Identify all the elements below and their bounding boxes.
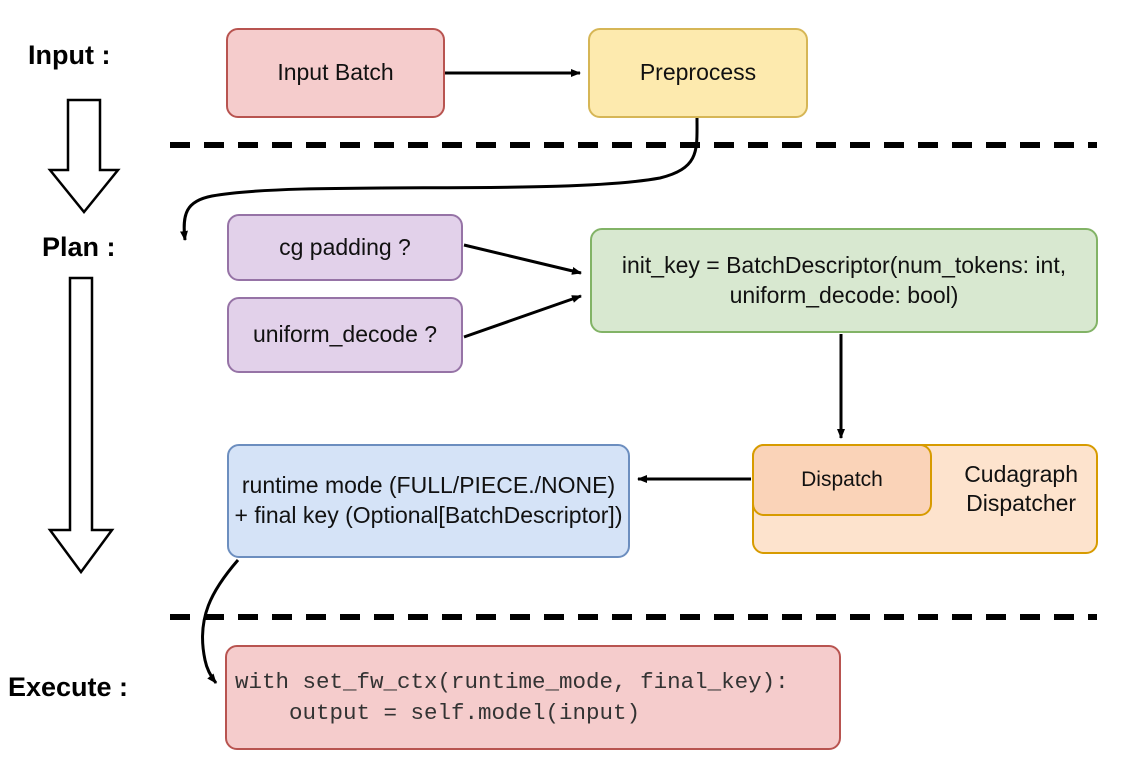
edge-uniform-decode-to-init-key bbox=[463, 294, 582, 339]
node-init-key[interactable]: init_key = BatchDescriptor(num_tokens: i… bbox=[590, 228, 1098, 333]
node-cg-padding-label: cg padding ? bbox=[279, 233, 411, 260]
edge-cg-padding-to-init-key bbox=[463, 243, 582, 275]
stage-label-execute: Execute : bbox=[8, 672, 129, 702]
node-preprocess[interactable]: Preprocess bbox=[588, 28, 808, 118]
node-input-batch[interactable]: Input Batch bbox=[226, 28, 445, 118]
node-dispatch-label: Dispatch bbox=[801, 468, 883, 492]
node-preprocess-label: Preprocess bbox=[639, 59, 757, 86]
node-dispatch[interactable]: Dispatch bbox=[752, 444, 932, 516]
node-uniform-decode-label: uniform_decode ? bbox=[252, 321, 438, 348]
stage-arrow-plan-to-execute bbox=[47, 276, 115, 575]
node-cudagraph-dispatcher-label: Cudagraph Dispatcher bbox=[964, 461, 1078, 516]
node-execute-code-label: with set_fw_ctx(runtime_mode, final_key)… bbox=[235, 669, 789, 726]
node-init-key-label: init_key = BatchDescriptor(num_tokens: i… bbox=[621, 251, 1067, 308]
stage-arrow-input-to-plan bbox=[47, 98, 121, 214]
node-execute-code[interactable]: with set_fw_ctx(runtime_mode, final_key)… bbox=[225, 645, 841, 750]
node-cg-padding[interactable]: cg padding ? bbox=[227, 214, 463, 281]
node-input-batch-label: Input Batch bbox=[277, 59, 394, 86]
stage-label-plan: Plan : bbox=[42, 232, 116, 262]
stage-label-input: Input : bbox=[28, 40, 111, 70]
node-uniform-decode[interactable]: uniform_decode ? bbox=[227, 297, 463, 373]
node-runtime-mode-label: runtime mode (FULL/PIECE./NONE) + final … bbox=[234, 472, 623, 528]
node-runtime-mode[interactable]: runtime mode (FULL/PIECE./NONE) + final … bbox=[227, 444, 630, 558]
